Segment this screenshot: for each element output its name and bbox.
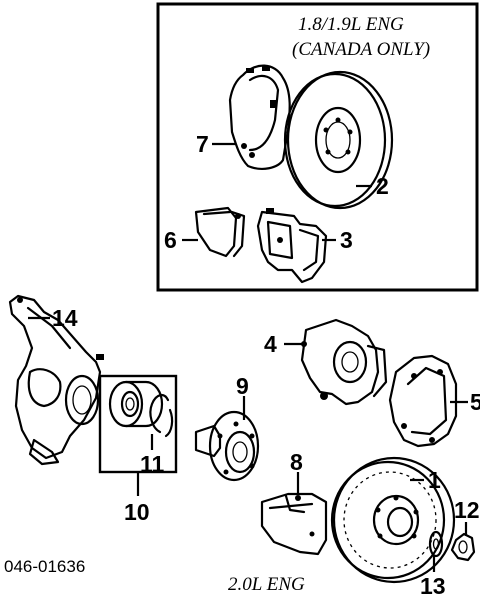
callout-6: 6: [164, 227, 177, 253]
wheel-hub: [194, 410, 260, 482]
callout-10: 10: [124, 499, 150, 525]
inset-caliper: [256, 208, 328, 284]
reference-code: 046-01636: [4, 557, 85, 576]
brake-pads: [260, 492, 328, 556]
inset-note-line1: 1.8/1.9L ENG: [298, 14, 404, 35]
inset-note-line2: (CANADA ONLY): [292, 39, 430, 60]
engine-note: 2.0L ENG: [228, 574, 305, 595]
snap-ring: [149, 394, 174, 438]
caliper: [300, 318, 388, 406]
callout-5: 5: [470, 389, 480, 415]
callout-8: 8: [290, 449, 303, 475]
callout-3: 3: [340, 227, 353, 253]
inset-rotor: [283, 70, 394, 210]
brake-rotor: [330, 456, 456, 584]
inset-frame: [156, 2, 479, 292]
callout-9: 9: [236, 373, 249, 399]
callout-13: 13: [420, 573, 446, 599]
dust-shield: [388, 354, 458, 448]
callout-14: 14: [52, 305, 78, 331]
callout-1: 1: [428, 467, 441, 493]
callout-2: 2: [376, 173, 389, 199]
wheel-bearing: [108, 380, 164, 428]
callout-7: 7: [196, 131, 209, 157]
inset-brake-pads: [194, 206, 246, 258]
steering-knuckle: [8, 294, 104, 466]
callout-12: 12: [454, 497, 480, 523]
callout-4: 4: [264, 331, 277, 357]
washer: [428, 530, 444, 558]
inset-dust-shield: [228, 64, 291, 170]
hub-nut: [450, 532, 476, 562]
callout-11: 11: [140, 451, 165, 477]
